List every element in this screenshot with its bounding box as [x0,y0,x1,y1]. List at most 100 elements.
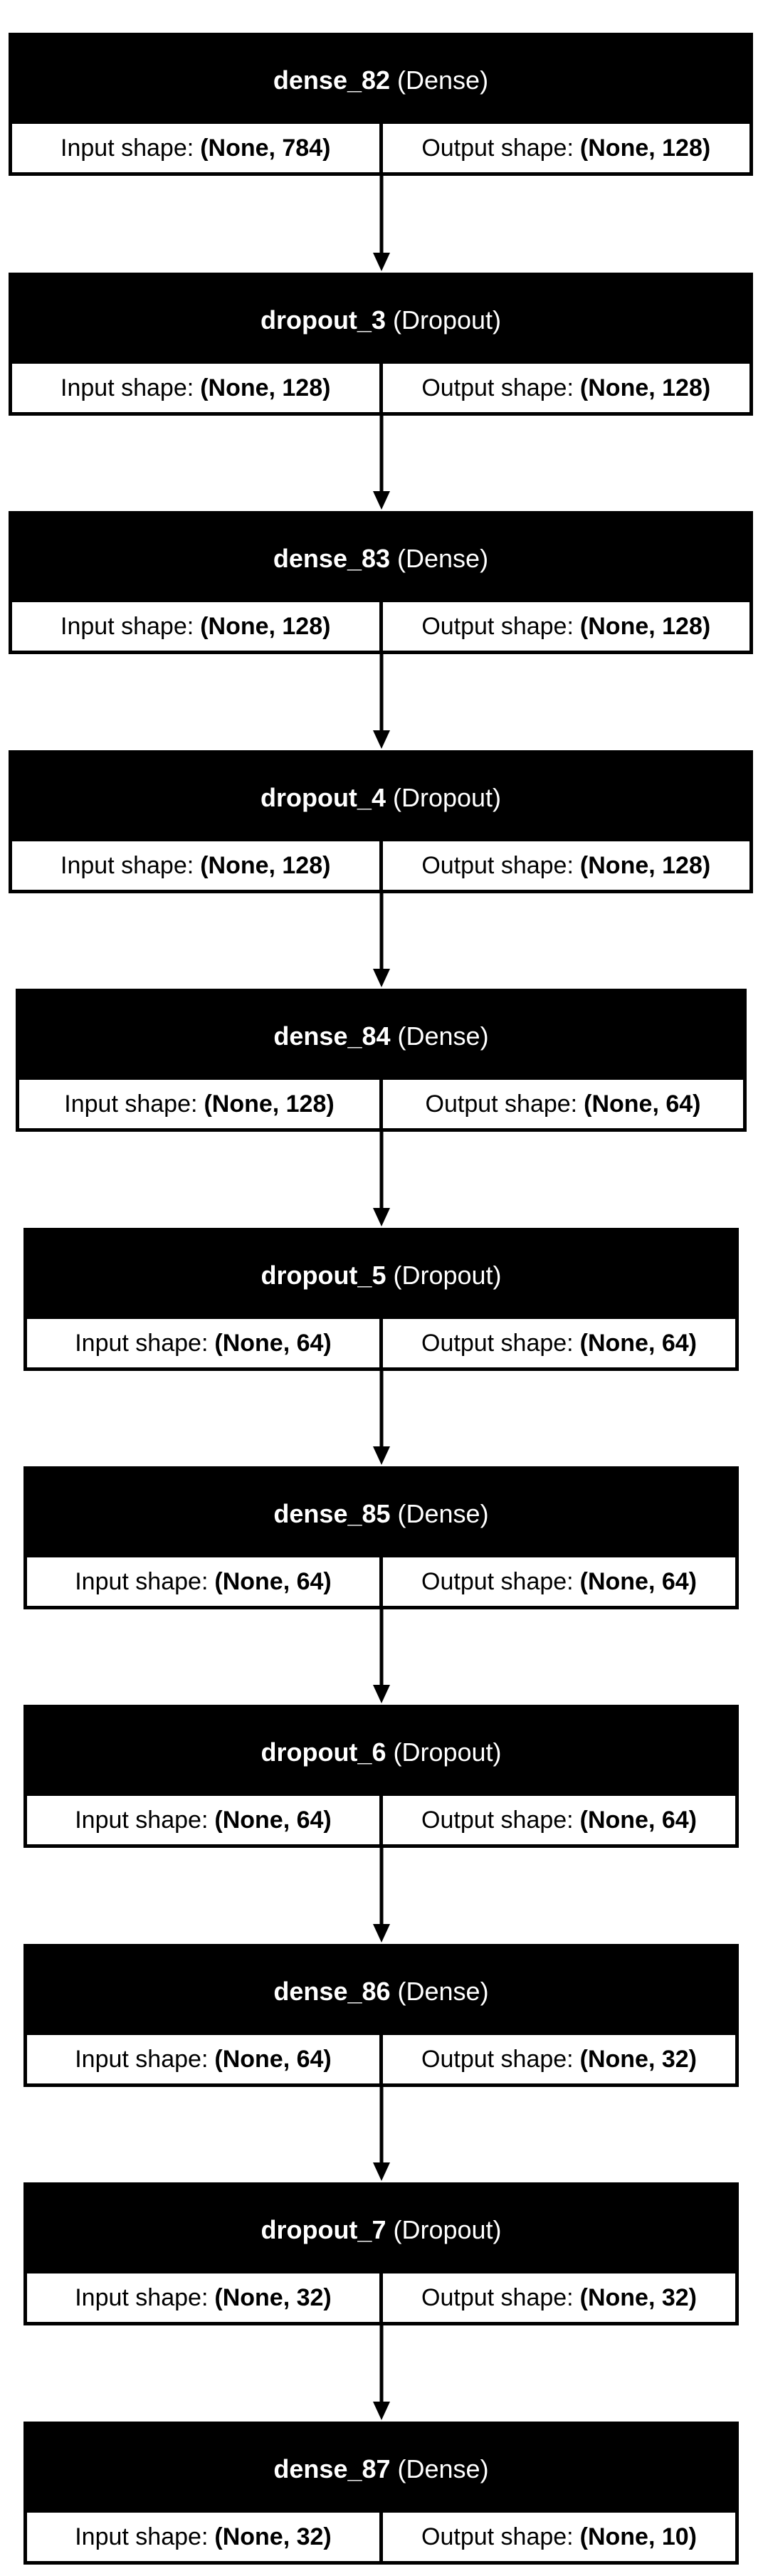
layer-node-dropout-5: dropout_5 (Dropout) Input shape: (None, … [23,1228,739,1371]
shape-row: Input shape: (None, 32) Output shape: (N… [27,2273,735,2322]
layer-type: (Dense) [397,1498,489,1528]
layer-type: (Dropout) [392,782,502,812]
input-shape-value: (None, 64) [214,2045,332,2073]
layer-name: dropout_3 [260,305,386,335]
input-shape-cell: Input shape: (None, 64) [27,2035,383,2083]
output-shape-cell: Output shape: (None, 64) [383,1080,743,1128]
input-shape-label: Input shape: [75,2283,209,2311]
input-shape-value: (None, 128) [200,612,331,640]
output-shape-label: Output shape: [421,134,574,162]
layer-type: (Dropout) [392,305,502,335]
input-shape-cell: Input shape: (None, 128) [12,364,383,412]
input-shape-label: Input shape: [64,1090,198,1118]
layer-name: dense_82 [273,65,391,95]
output-shape-value: (None, 64) [579,1567,697,1595]
layer-header: dropout_4 (Dropout) [12,754,749,841]
input-shape-value: (None, 32) [214,2523,332,2550]
layer-node-dense-86: dense_86 (Dense) Input shape: (None, 64)… [23,1944,739,2087]
layer-node-dropout-3: dropout_3 (Dropout) Input shape: (None, … [9,273,753,416]
input-shape-cell: Input shape: (None, 32) [27,2513,383,2561]
output-shape-cell: Output shape: (None, 64) [383,1319,735,1367]
shape-row: Input shape: (None, 64) Output shape: (N… [27,2035,735,2083]
layer-name: dense_84 [273,1021,391,1051]
input-shape-cell: Input shape: (None, 64) [27,1557,383,1606]
layer-node-dense-82: dense_82 (Dense) Input shape: (None, 784… [9,33,753,176]
output-shape-value: (None, 64) [584,1090,701,1118]
input-shape-label: Input shape: [60,134,194,162]
output-shape-label: Output shape: [421,851,574,879]
shape-row: Input shape: (None, 32) Output shape: (N… [27,2513,735,2561]
input-shape-cell: Input shape: (None, 784) [12,124,383,172]
arrowhead-icon [373,2162,390,2181]
layer-node-dropout-7: dropout_7 (Dropout) Input shape: (None, … [23,2182,739,2325]
arrowhead-icon [373,253,390,271]
shape-row: Input shape: (None, 64) Output shape: (N… [27,1557,735,1606]
output-shape-label: Output shape: [421,1567,574,1595]
layer-name: dropout_4 [260,782,386,812]
output-shape-cell: Output shape: (None, 64) [383,1796,735,1844]
output-shape-value: (None, 128) [579,851,711,879]
shape-row: Input shape: (None, 128) Output shape: (… [12,364,749,412]
layer-type: (Dropout) [393,1260,502,1290]
layer-name: dropout_6 [261,1737,386,1767]
layer-name: dense_87 [273,2454,391,2483]
output-shape-label: Output shape: [421,612,574,640]
input-shape-label: Input shape: [60,374,194,401]
input-shape-value: (None, 64) [214,1806,332,1834]
layer-name: dense_85 [273,1498,391,1528]
shape-row: Input shape: (None, 64) Output shape: (N… [27,1319,735,1367]
input-shape-value: (None, 784) [200,134,331,162]
layer-node-dense-83: dense_83 (Dense) Input shape: (None, 128… [9,511,753,654]
input-shape-value: (None, 128) [200,374,331,401]
output-shape-value: (None, 64) [579,1806,697,1834]
input-shape-value: (None, 64) [214,1567,332,1595]
layer-header: dense_86 (Dense) [27,1947,735,2035]
layer-header: dropout_6 (Dropout) [27,1708,735,1796]
shape-row: Input shape: (None, 128) Output shape: (… [12,602,749,651]
output-shape-label: Output shape: [421,1806,574,1834]
output-shape-value: (None, 128) [579,374,711,401]
output-shape-cell: Output shape: (None, 32) [383,2273,735,2322]
input-shape-label: Input shape: [75,2045,209,2073]
output-shape-label: Output shape: [421,2045,574,2073]
input-shape-cell: Input shape: (None, 128) [19,1080,383,1128]
output-shape-value: (None, 32) [579,2283,697,2311]
layer-header: dense_85 (Dense) [27,1470,735,1557]
input-shape-value: (None, 64) [214,1329,332,1357]
input-shape-label: Input shape: [75,1329,209,1357]
input-shape-value: (None, 128) [204,1090,335,1118]
layer-node-dense-85: dense_85 (Dense) Input shape: (None, 64)… [23,1466,739,1609]
input-shape-value: (None, 32) [214,2283,332,2311]
input-shape-label: Input shape: [60,612,194,640]
arrowhead-icon [373,2402,390,2420]
output-shape-label: Output shape: [421,2283,574,2311]
output-shape-value: (None, 128) [579,612,711,640]
input-shape-label: Input shape: [75,1806,209,1834]
output-shape-label: Output shape: [421,2523,574,2550]
layer-node-dropout-4: dropout_4 (Dropout) Input shape: (None, … [9,750,753,893]
output-shape-value: (None, 32) [579,2045,697,2073]
layer-type: (Dropout) [393,2214,502,2244]
layer-type: (Dense) [397,1021,489,1051]
layer-type: (Dense) [397,65,489,95]
output-shape-value: (None, 128) [579,134,711,162]
shape-row: Input shape: (None, 128) Output shape: (… [19,1080,743,1128]
layer-node-dropout-6: dropout_6 (Dropout) Input shape: (None, … [23,1705,739,1848]
layer-name: dropout_7 [261,2214,386,2244]
arrowhead-icon [373,969,390,987]
layer-header: dense_83 (Dense) [12,515,749,602]
layer-header: dropout_7 (Dropout) [27,2186,735,2273]
shape-row: Input shape: (None, 128) Output shape: (… [12,841,749,890]
output-shape-cell: Output shape: (None, 128) [383,124,750,172]
layer-type: (Dense) [397,1976,489,2006]
layer-name: dropout_5 [261,1260,386,1290]
output-shape-label: Output shape: [421,1329,574,1357]
layer-header: dense_84 (Dense) [19,992,743,1080]
output-shape-label: Output shape: [425,1090,578,1118]
layer-type: (Dense) [397,543,489,573]
layer-header: dropout_5 (Dropout) [27,1231,735,1319]
arrowhead-icon [373,491,390,510]
input-shape-cell: Input shape: (None, 64) [27,1796,383,1844]
layer-name: dense_83 [273,543,391,573]
input-shape-cell: Input shape: (None, 32) [27,2273,383,2322]
